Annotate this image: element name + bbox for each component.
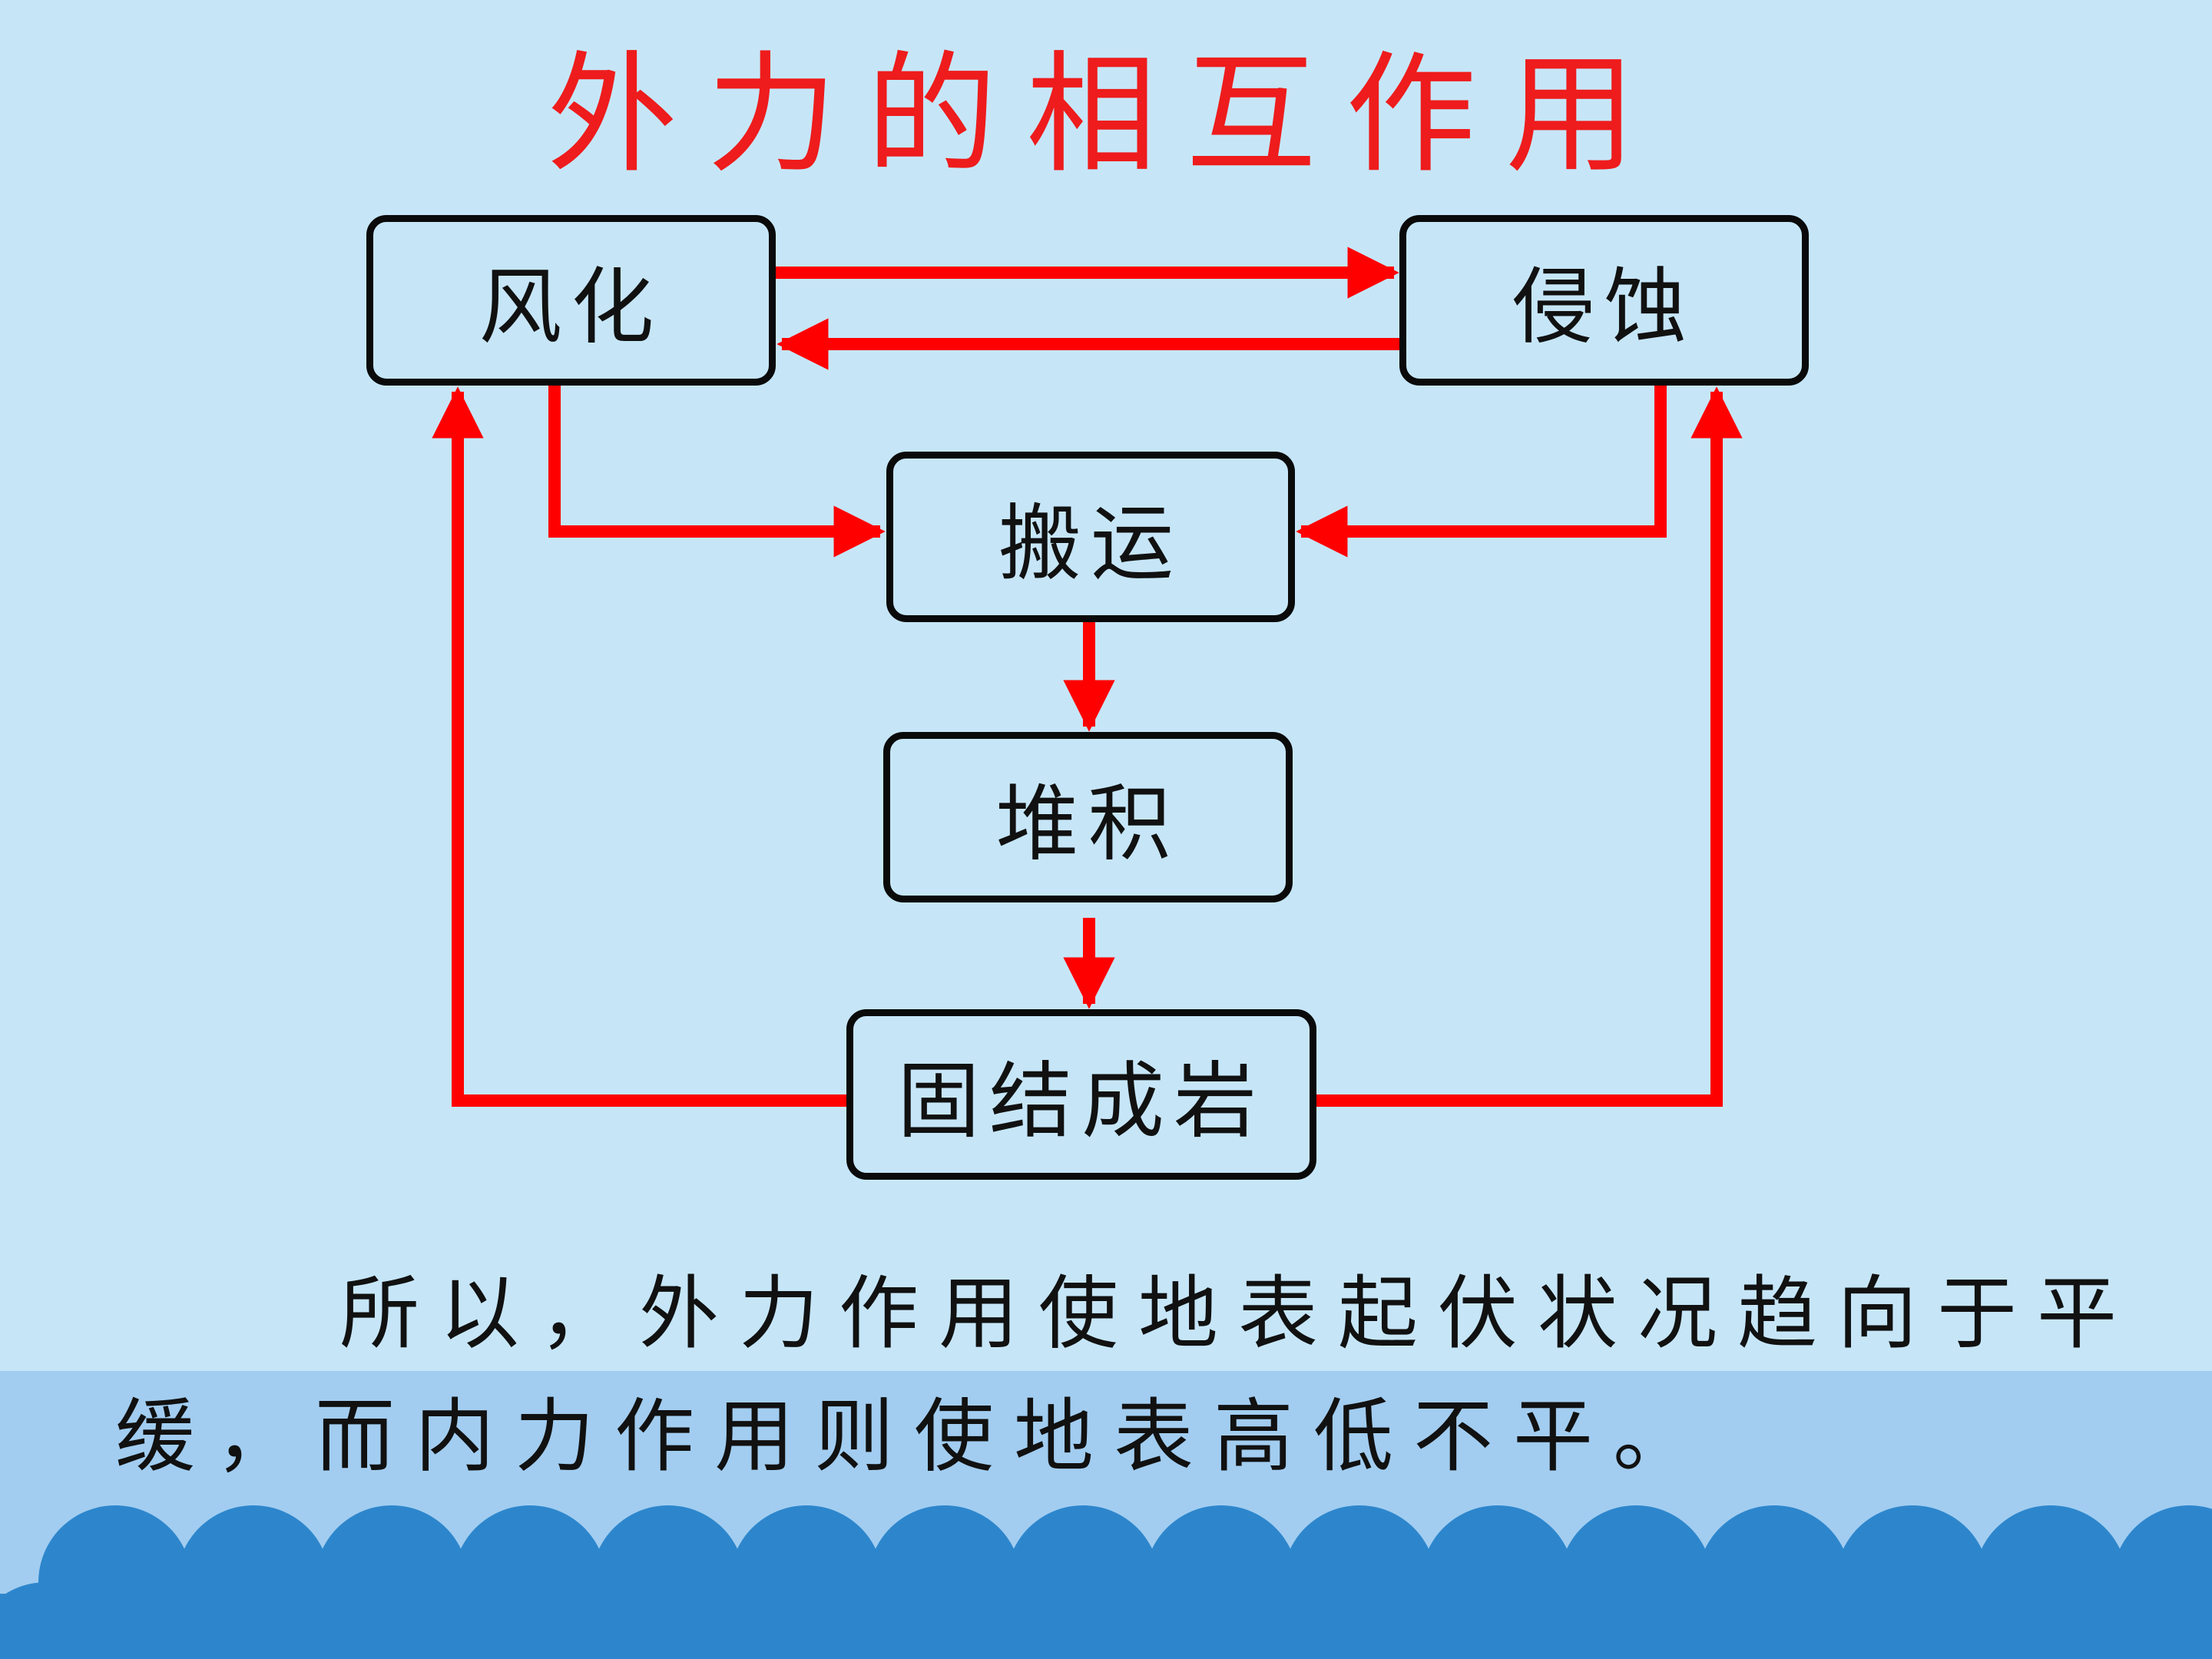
node-erosion-label: 侵蚀 [1512, 260, 1697, 356]
node-lithification: 固结成岩 [846, 1009, 1316, 1180]
node-weathering-label: 风化 [478, 260, 664, 356]
node-lithification-label: 固结成岩 [896, 1054, 1266, 1150]
slide-title: 外力的相互作用 [546, 39, 1665, 191]
arrow-erosion-to-transport [1296, 386, 1667, 558]
summary-line-1: 所以，外力作用使地表起伏状况趋向于平 [339, 1267, 2137, 1360]
node-erosion: 侵蚀 [1399, 215, 1809, 386]
arrow-lithification-to-erosion [1316, 386, 1743, 1107]
arrow-weathering-to-transport [548, 386, 886, 558]
node-transport-label: 搬运 [998, 496, 1183, 592]
node-deposition-label: 堆积 [995, 777, 1181, 873]
node-deposition: 堆积 [883, 732, 1293, 902]
node-weathering: 风化 [366, 215, 776, 386]
node-transport: 搬运 [886, 452, 1295, 622]
arrow-lithification-to-weathering [432, 386, 846, 1107]
summary-line-2: 缓，而内力作用则使地表高低不平。 [115, 1389, 1714, 1483]
